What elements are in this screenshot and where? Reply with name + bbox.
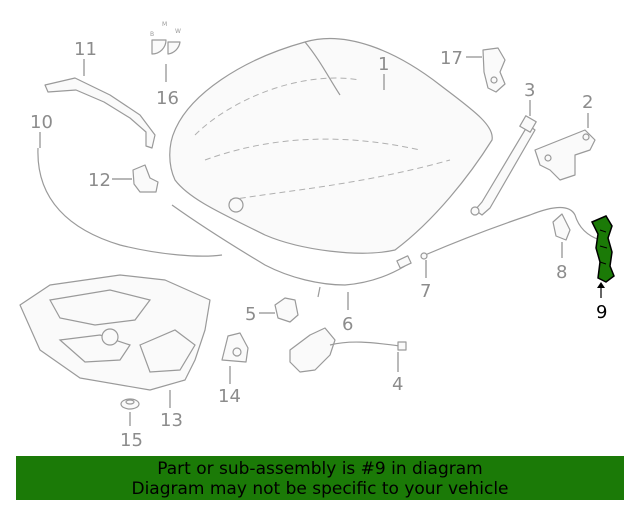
svg-text:6: 6 (342, 314, 353, 335)
svg-text:15: 15 (120, 430, 143, 451)
callout-6: 6 (342, 292, 353, 335)
exploded-parts-diagram: 1 2 3 4 (19, 21, 615, 451)
callout-16: 16 (156, 64, 179, 109)
part-12-small-bracket[interactable] (132, 164, 159, 193)
callout-14: 14 (218, 366, 241, 407)
callout-4: 4 (392, 352, 403, 395)
svg-text:B: B (150, 31, 154, 38)
callout-13: 13 (160, 390, 183, 431)
part-4-hood-latch[interactable] (289, 327, 407, 373)
svg-text:16: 16 (156, 88, 179, 109)
banner-line-1: Part or sub-assembly is #9 in diagram (157, 459, 483, 479)
part-3-lift-support[interactable] (470, 115, 537, 216)
part-9-highlighted-bracket[interactable] (590, 215, 615, 283)
svg-text:10: 10 (30, 112, 53, 133)
part-11-seal-strip[interactable] (44, 77, 156, 149)
callout-7: 7 (420, 260, 431, 302)
part-5-bracket[interactable] (274, 297, 299, 323)
svg-text:M: M (162, 21, 167, 28)
part-13-hood-insulation[interactable] (19, 274, 211, 391)
callout-11: 11 (74, 39, 97, 76)
svg-text:12: 12 (88, 170, 111, 191)
svg-text:2: 2 (582, 92, 593, 113)
svg-text:14: 14 (218, 386, 241, 407)
svg-text:8: 8 (556, 262, 567, 283)
svg-text:3: 3 (524, 80, 535, 101)
svg-text:13: 13 (160, 410, 183, 431)
part-2-hood-hinge[interactable] (534, 129, 596, 181)
callout-17: 17 (440, 48, 482, 69)
banner-line-2: Diagram may not be specific to your vehi… (131, 479, 509, 499)
callout-10: 10 (30, 112, 53, 148)
svg-text:5: 5 (245, 304, 256, 325)
part-16-emblem[interactable]: B M W (150, 21, 181, 55)
svg-text:17: 17 (440, 48, 463, 69)
part-1-hood[interactable] (169, 37, 493, 254)
part-14-bracket[interactable] (221, 332, 249, 363)
callout-15: 15 (120, 412, 143, 451)
part-10-weatherstrip[interactable] (37, 147, 223, 257)
svg-text:9: 9 (596, 302, 607, 323)
callout-12: 12 (88, 170, 132, 191)
svg-text:11: 11 (74, 39, 97, 60)
fitment-notice-banner: Part or sub-assembly is #9 in diagram Di… (16, 456, 624, 500)
callout-2: 2 (582, 92, 593, 128)
callout-1: 1 (378, 54, 389, 90)
part-15-grommet[interactable] (120, 398, 140, 410)
callout-8: 8 (556, 242, 567, 283)
part-17-latch-striker[interactable] (482, 47, 506, 93)
part-8-clip[interactable] (552, 213, 571, 241)
svg-text:4: 4 (392, 374, 403, 395)
part-7-cable[interactable] (420, 206, 601, 260)
callout-5: 5 (245, 304, 275, 325)
svg-text:7: 7 (420, 281, 431, 302)
svg-text:1: 1 (378, 54, 389, 75)
svg-text:W: W (175, 28, 181, 35)
part-6-release-cable[interactable] (171, 204, 412, 298)
callout-9: 9 (596, 282, 607, 323)
callout-3: 3 (524, 80, 535, 116)
